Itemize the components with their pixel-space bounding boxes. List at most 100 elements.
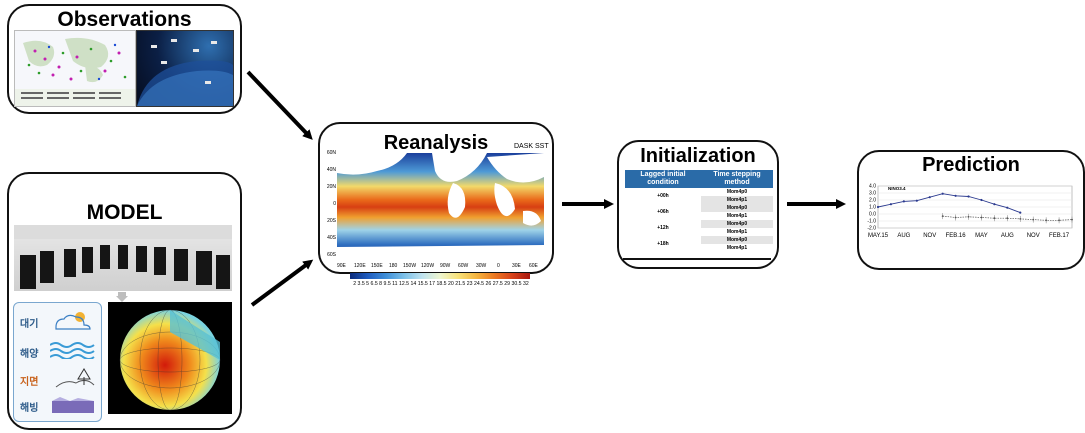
- forecast-point: [941, 215, 944, 217]
- sst-map-title: DASK SST: [514, 143, 549, 150]
- lat-label: 0: [333, 201, 336, 207]
- initialization-title: Initialization: [640, 145, 756, 167]
- globe-model-grid-image: [108, 302, 232, 414]
- lon-label: 60W: [458, 263, 469, 269]
- lon-label: 30W: [476, 263, 487, 269]
- observed-point: [967, 195, 970, 198]
- table-row: +18h Mom4p0: [625, 236, 773, 247]
- sst-map: [337, 153, 544, 257]
- arrow-observations-to-reanalysis: [246, 70, 313, 140]
- satellite-observation-image: [136, 30, 234, 107]
- method-cell: Mom4p0: [700, 220, 773, 228]
- observed-point: [1006, 206, 1009, 209]
- observed-point: [889, 203, 893, 206]
- initialization-table-bottom-rule: [623, 258, 771, 260]
- method-cell: Mom4p1: [726, 229, 748, 235]
- method-cell: Mom4p0: [700, 236, 773, 244]
- lat-label: 40N: [326, 167, 336, 173]
- lat-label: 60S: [327, 252, 336, 258]
- sst-lat-labels: 60N 40N 20N 0 20S 40S 60S: [322, 150, 336, 260]
- observed-point: [941, 192, 944, 195]
- sea-ice-icon: [52, 397, 94, 413]
- table-row: Mom4p1: [625, 196, 773, 204]
- lon-label: 150W: [403, 263, 417, 269]
- table-row: +12h Mom4p0: [625, 220, 773, 231]
- table-row: Mom4p1: [625, 228, 773, 236]
- lon-label: 30E: [512, 263, 521, 269]
- observed-point: [1019, 211, 1022, 214]
- y-tick-label: -1.0: [867, 219, 876, 225]
- observed-point: [902, 200, 905, 203]
- y-tick-label: 0.0: [869, 212, 876, 218]
- forecast-point: [1058, 219, 1060, 222]
- model-components-panel: 대기 해양 지면 해빙: [13, 302, 102, 422]
- forecast-point: [967, 215, 970, 218]
- forecast-point: [1019, 218, 1022, 220]
- y-tick-label: 4.0: [869, 184, 876, 190]
- lag-cell: +18h: [657, 241, 669, 247]
- prediction-series-label: NINO3.4: [888, 186, 906, 191]
- initialization-box: Initialization Lagged initial condition …: [617, 140, 779, 269]
- cloud-sun-icon: [55, 312, 91, 330]
- arrow-model-to-reanalysis: [250, 259, 314, 307]
- observed-point: [876, 205, 880, 209]
- component-ocean-label: 해양: [20, 349, 39, 360]
- x-tick-label: FEB.16: [946, 233, 967, 239]
- table-row: Mom4p1: [625, 244, 773, 252]
- lon-label: 120E: [354, 263, 366, 269]
- x-tick-label: MAY: [975, 233, 988, 239]
- y-tick-label: 3.0: [869, 191, 876, 197]
- lag-cell: +06h: [657, 209, 669, 215]
- forecast-series-line: [942, 215, 1073, 221]
- observation-station-map: [14, 30, 136, 107]
- component-atmosphere-label: 대기: [20, 319, 39, 330]
- lon-label: 90E: [337, 263, 346, 269]
- prediction-box: Prediction: [857, 150, 1085, 270]
- lag-cell: +12h: [657, 225, 669, 231]
- x-tick-label: FEB.17: [1049, 233, 1070, 239]
- wave-icon: [50, 342, 95, 359]
- x-tick-label: MAY.15: [868, 233, 889, 239]
- forecast-point: [993, 217, 996, 220]
- sst-colorbar-labels: 2 3.5 5 6.5 8 9.5 11 12.5 14 15.5 17 18.…: [353, 281, 529, 287]
- y-tick-label: 1.0: [869, 205, 876, 211]
- observed-point: [954, 194, 957, 197]
- tree-land-icon: [55, 368, 95, 388]
- lag-cell: +00h: [657, 193, 669, 199]
- observed-point: [928, 196, 931, 199]
- x-tick-label: AUG: [897, 233, 910, 239]
- sst-map-svg: [337, 153, 544, 257]
- table-row: +06h Mom4p0: [625, 204, 773, 215]
- down-arrow-icon: [116, 292, 128, 302]
- method-cell: Mom4p1: [726, 213, 748, 219]
- col-header-method: Time stepping method: [700, 170, 773, 188]
- initialization-table: Lagged initial condition Time stepping m…: [625, 170, 773, 252]
- x-tick-label: AUG: [1001, 233, 1014, 239]
- observed-point: [915, 199, 918, 202]
- sst-lon-labels: 90E 120E 150E 180 150W 120W 90W 60W 30W …: [337, 263, 544, 271]
- observed-point: [980, 198, 983, 202]
- forecast-point: [954, 216, 957, 219]
- lon-label: 0: [497, 263, 500, 269]
- y-tick-label: -2.0: [867, 226, 876, 232]
- x-tick-label: NOV: [923, 233, 936, 239]
- forecast-point: [1071, 218, 1073, 221]
- prediction-title: Prediction: [922, 154, 1020, 176]
- lon-label: 150E: [371, 263, 383, 269]
- forecast-point: [980, 216, 983, 219]
- method-cell: Mom4p1: [700, 196, 773, 204]
- observations-title: Observations: [57, 8, 192, 31]
- lon-label: 90W: [440, 263, 451, 269]
- lon-label: 180: [389, 263, 398, 269]
- col-header-lagged: Lagged initial condition: [625, 170, 701, 188]
- reanalysis-title: Reanalysis: [383, 132, 489, 154]
- x-tick-label: NOV: [1027, 233, 1040, 239]
- lon-label: 60E: [529, 263, 538, 269]
- method-cell: Mom4p0: [700, 204, 773, 212]
- forecast-point: [1045, 219, 1048, 222]
- forecast-point: [1006, 217, 1009, 220]
- y-tick-label: 2.0: [869, 198, 876, 204]
